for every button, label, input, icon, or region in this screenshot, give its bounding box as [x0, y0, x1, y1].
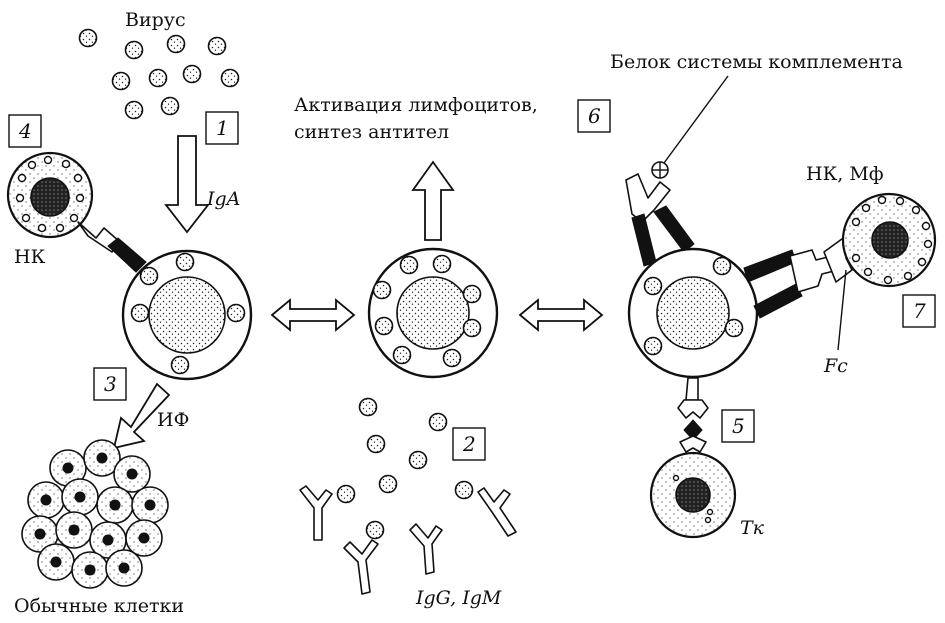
- iga-arrow-down: [164, 135, 210, 234]
- number-4: 4: [18, 119, 32, 143]
- number-box-5: [721, 409, 755, 443]
- fc-label: Fc: [823, 355, 848, 377]
- complement-label: Белок системы комплемента: [610, 51, 903, 73]
- antibody-to-tk: [677, 377, 709, 453]
- number-box-6: [577, 99, 611, 133]
- infected-cell-left: [121, 249, 253, 381]
- nk-cell-left: [6, 151, 94, 239]
- nk-receptor-left: [77, 221, 147, 273]
- antibody-right-fc: [743, 235, 857, 319]
- number-6: 6: [588, 104, 601, 128]
- activation-label-line2: синтез антител: [294, 121, 449, 143]
- number-box-7: [902, 294, 936, 328]
- free-virions-center: [336, 397, 474, 540]
- double-arrow-left: [270, 298, 356, 332]
- infected-cell-right: [627, 247, 759, 379]
- number-box-1: [205, 111, 239, 145]
- complement-protein: [651, 161, 669, 179]
- virus-cluster: [78, 28, 240, 120]
- double-arrow-right: [518, 298, 604, 332]
- complement-pointer-line: [663, 75, 729, 164]
- nk-mf-label: НК, Мф: [806, 163, 884, 185]
- nk-label-left: НК: [14, 246, 46, 268]
- number-7: 7: [913, 299, 926, 323]
- virus-label: Вирус: [125, 9, 186, 31]
- igg-igm-label: IgG, IgM: [415, 587, 502, 609]
- fc-pointer-line: [837, 269, 847, 351]
- number-3: 3: [104, 372, 117, 396]
- number-2: 2: [462, 432, 476, 456]
- tk-cell: [649, 451, 737, 539]
- number-box-2: [452, 427, 486, 461]
- if-arrow: [112, 382, 171, 450]
- number-5: 5: [732, 414, 745, 438]
- activation-arrow-up: [411, 160, 455, 241]
- normal-cells-cluster: [21, 439, 169, 589]
- number-1: 1: [216, 116, 229, 140]
- antibodies-igg-igm: [299, 485, 517, 595]
- normal-cells-label: Обычные клетки: [14, 595, 184, 617]
- if-label: ИФ: [157, 409, 189, 431]
- tk-label: Тк: [740, 517, 765, 539]
- iga-label: IgA: [206, 188, 240, 210]
- number-box-3: [93, 367, 127, 401]
- number-box-4: [8, 114, 42, 148]
- nk-mf-cell-right: [841, 192, 937, 288]
- infected-cell-center: [367, 247, 499, 379]
- activation-label-line1: Активация лимфоцитов,: [294, 94, 538, 116]
